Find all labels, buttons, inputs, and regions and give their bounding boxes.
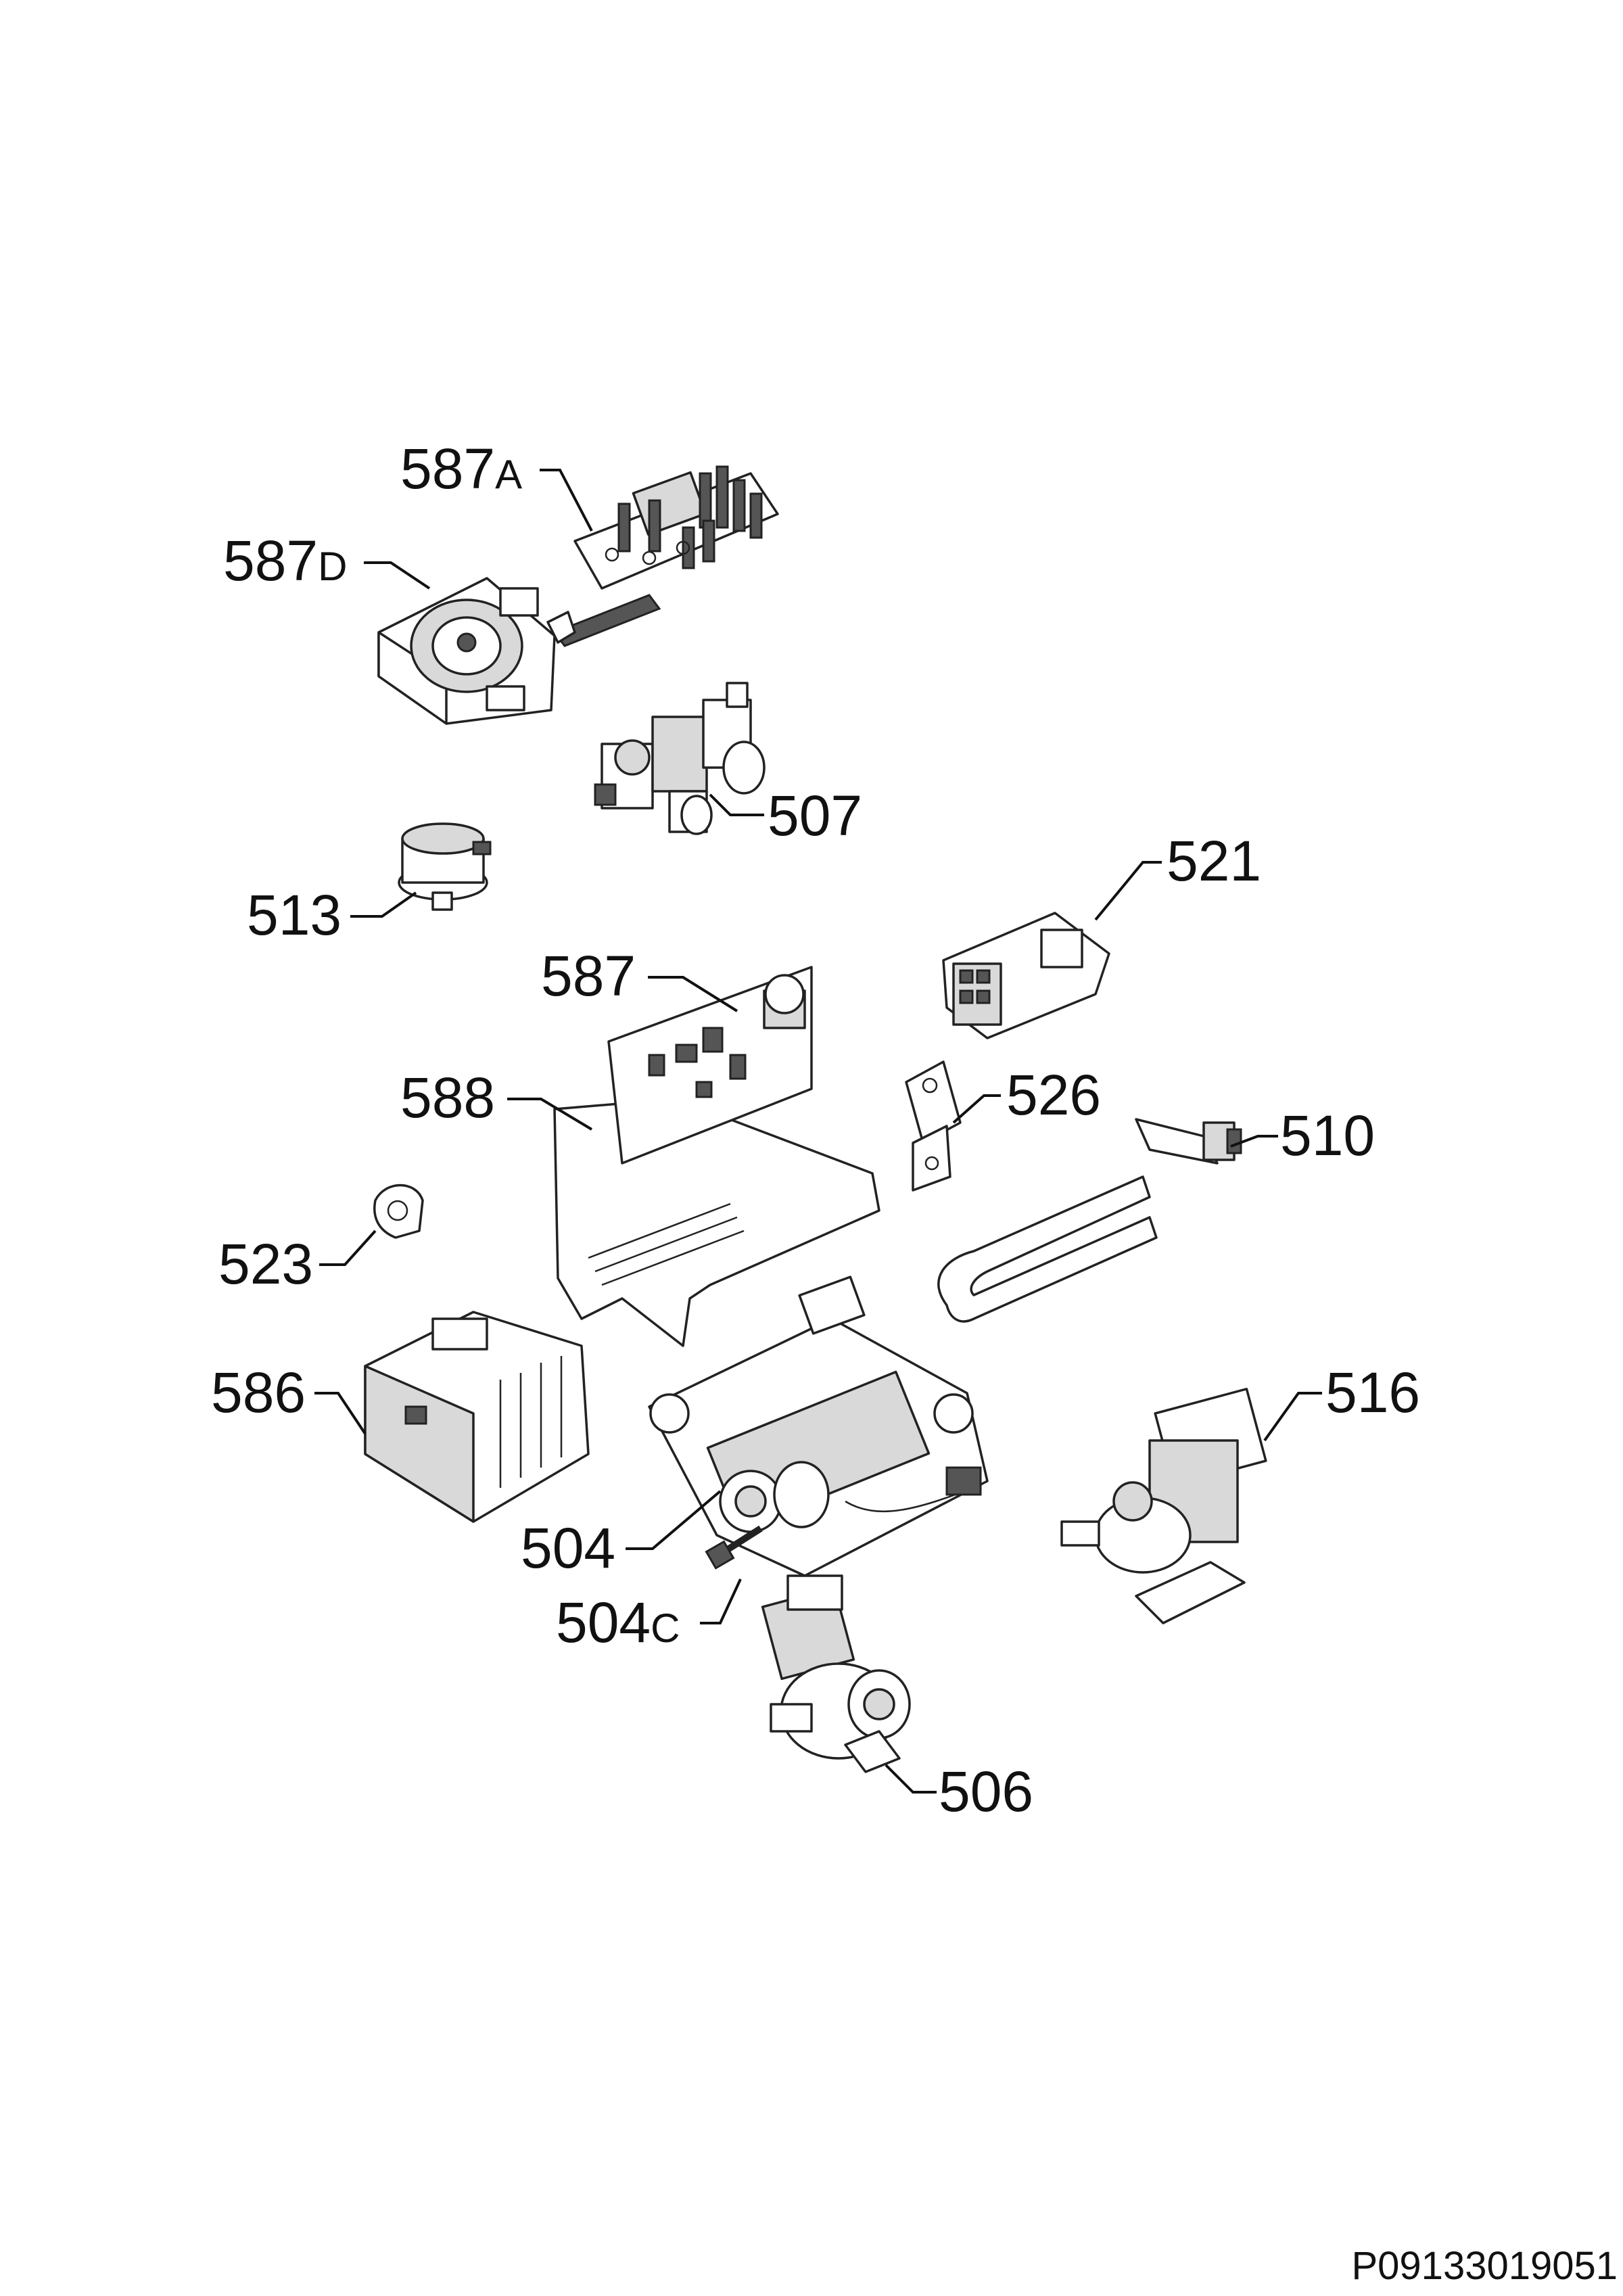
label-504c: 504C <box>556 1591 680 1654</box>
leader-506 <box>885 1764 937 1794</box>
label-586: 586 <box>211 1361 306 1424</box>
leader-586 <box>314 1392 367 1435</box>
leader-588 <box>507 1098 593 1131</box>
label-526: 526 <box>1006 1063 1101 1127</box>
part-587-588-drawing <box>553 966 880 1347</box>
leader-504c <box>700 1578 742 1624</box>
label-516: 516 <box>1325 1361 1420 1424</box>
part-507-drawing <box>594 682 766 835</box>
part-513-drawing <box>398 822 492 911</box>
leader-507 <box>709 793 764 816</box>
leader-513 <box>350 891 417 918</box>
leader-587d <box>364 561 431 590</box>
part-587d-drawing <box>377 577 556 725</box>
label-507: 507 <box>768 784 862 847</box>
label-510: 510 <box>1280 1104 1375 1167</box>
label-504: 504 <box>521 1516 615 1580</box>
part-526-drawing <box>905 1060 962 1192</box>
leader-526 <box>952 1094 1001 1124</box>
leader-521 <box>1094 861 1162 921</box>
label-587d: 587D <box>223 529 348 592</box>
part-510-drawing <box>937 1118 1242 1323</box>
part-516-drawing <box>1060 1388 1267 1624</box>
label-523: 523 <box>218 1232 313 1296</box>
leader-504 <box>626 1490 722 1550</box>
label-587: 587 <box>541 944 636 1008</box>
part-523-drawing <box>373 1184 424 1239</box>
part-504-drawing <box>648 1275 989 1577</box>
part-587a-drawing <box>546 465 779 647</box>
leader-587a <box>540 469 593 532</box>
leader-587 <box>648 976 738 1012</box>
document-code: P09133019051 <box>1351 2244 1618 2288</box>
part-586-drawing <box>364 1311 590 1523</box>
label-506: 506 <box>939 1760 1033 1823</box>
label-521: 521 <box>1167 829 1261 893</box>
part-506-drawing <box>761 1574 911 1773</box>
leader-510 <box>1230 1135 1278 1148</box>
part-521-drawing <box>942 912 1110 1039</box>
callout-labels: 587A 587D 507 513 521 587 588 526 510 52… <box>211 437 1420 1823</box>
label-587a: 587A <box>400 437 522 500</box>
part-504c-drawing <box>705 1525 763 1570</box>
label-588: 588 <box>400 1066 495 1129</box>
leader-lines <box>314 469 1322 1794</box>
label-513: 513 <box>247 883 342 947</box>
leader-523 <box>319 1229 377 1266</box>
leader-516 <box>1263 1392 1322 1442</box>
